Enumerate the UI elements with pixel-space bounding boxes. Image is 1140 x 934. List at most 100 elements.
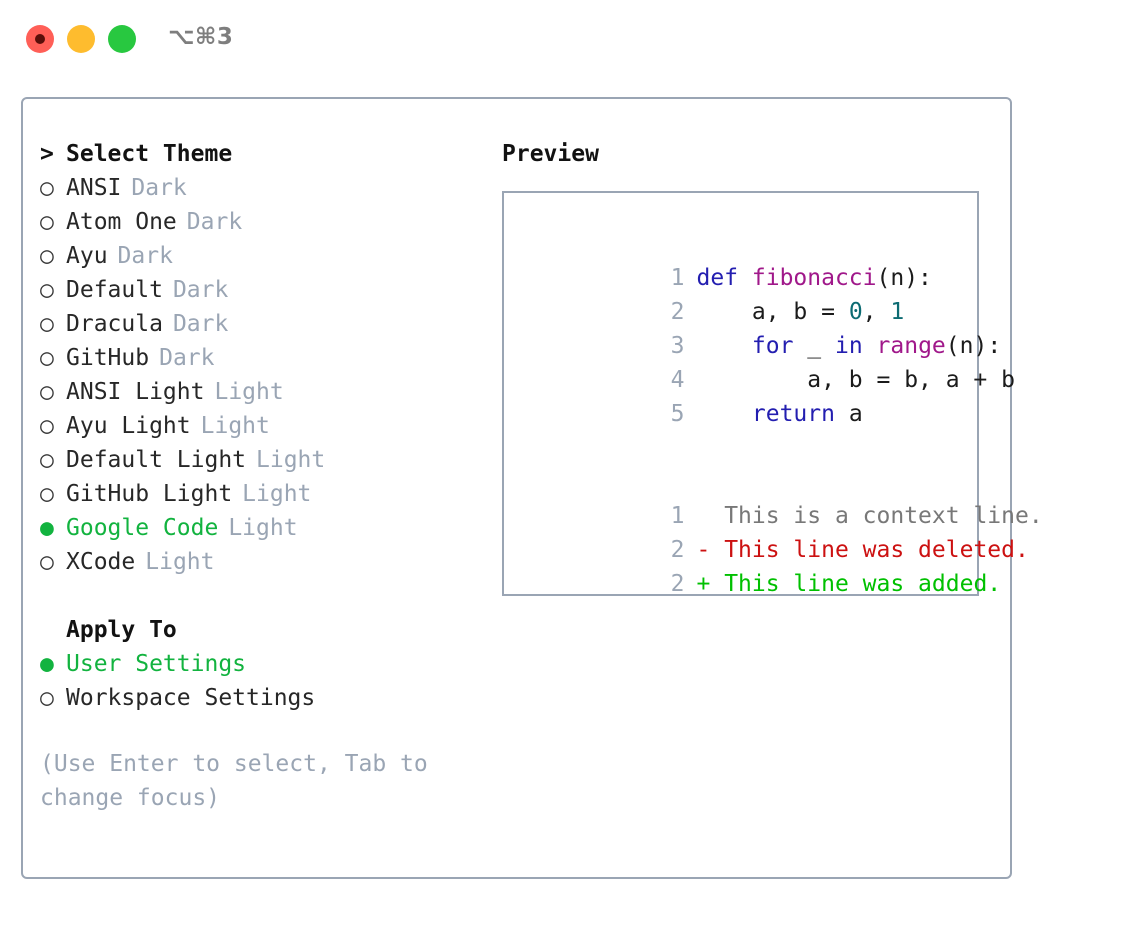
code-token-number: 1 <box>890 299 905 325</box>
theme-name: Atom One <box>66 209 177 235</box>
line-number: 4 <box>670 367 685 393</box>
line-number: 1 <box>670 265 685 291</box>
theme-option-dracula-dark[interactable]: ○ Dracula Dark <box>40 307 490 341</box>
theme-variant: Dark <box>117 243 173 269</box>
diff-text: This line was deleted. <box>710 537 1029 563</box>
radio-unselected-icon: ○ <box>40 379 54 405</box>
preview-title: Preview <box>502 141 599 167</box>
radio-unselected-icon: ○ <box>40 345 54 371</box>
theme-variant: Dark <box>159 345 215 371</box>
keyboard-hint: (Use Enter to select, Tab to change focu… <box>40 751 428 811</box>
code-line: 2 a, b = 0, 1 <box>504 261 977 325</box>
code-token-keyword: for <box>751 333 794 359</box>
theme-option-default-light[interactable]: ○ Default Light Light <box>40 443 490 477</box>
code-token-keyword: def <box>696 265 752 291</box>
code-token-plain: , <box>862 299 891 325</box>
theme-option-ayu-light[interactable]: ○ Ayu Light Light <box>40 409 490 443</box>
code-token-plain <box>696 401 751 427</box>
radio-unselected-icon: ○ <box>40 243 54 269</box>
diff-marker: - <box>696 537 711 563</box>
diff-line-deleted: 2- This line was deleted. <box>504 499 1029 563</box>
theme-name: ANSI Light <box>66 379 205 405</box>
radio-unselected-icon: ○ <box>40 413 54 439</box>
theme-variant: Light <box>242 481 312 507</box>
code-token-keyword: return <box>751 401 835 427</box>
radio-unselected-icon: ○ <box>40 277 54 303</box>
code-token-plain: (n): <box>945 333 1002 359</box>
diff-text: This line was added. <box>710 571 1002 597</box>
window-title: ⌥⌘3 <box>168 24 234 50</box>
theme-variant: Dark <box>172 277 229 303</box>
title-bar: ⌥⌘3 <box>0 0 1140 78</box>
apply-to-option-label: User Settings <box>66 651 247 677</box>
caret-icon: > <box>40 141 54 167</box>
theme-option-google-code-light[interactable]: ● Google Code Light <box>40 511 490 545</box>
code-token-function: range <box>876 333 946 359</box>
theme-name: Dracula <box>66 311 163 337</box>
theme-name: Default <box>66 277 163 303</box>
theme-option-default-dark[interactable]: ○ Default Dark <box>40 273 490 307</box>
apply-to-option-label: Workspace Settings <box>66 685 316 711</box>
theme-option-github-light[interactable]: ○ GitHub Light Light <box>40 477 490 511</box>
theme-name: Google Code <box>66 515 219 541</box>
apply-to-user-settings[interactable]: ● User Settings <box>40 647 490 681</box>
code-line: 4 a, b = b, a + b <box>504 329 1015 393</box>
radio-unselected-icon: ○ <box>40 447 54 473</box>
close-button[interactable] <box>26 25 54 53</box>
traffic-lights <box>26 25 136 53</box>
theme-name: Ayu <box>66 243 108 269</box>
code-line: 3 for _ in range(n): <box>504 295 1002 359</box>
line-number: 2 <box>670 571 685 597</box>
code-token-number: 0 <box>848 299 863 325</box>
zoom-button[interactable] <box>108 25 136 53</box>
radio-unselected-icon: ○ <box>40 209 54 235</box>
line-number: 3 <box>670 333 685 359</box>
theme-variant: Dark <box>186 209 243 235</box>
radio-unselected-icon: ○ <box>40 685 54 711</box>
code-line: 1 def fibonacci(n): <box>504 227 977 291</box>
diff-line-context: 1 This is a context line. <box>504 465 1043 529</box>
radio-selected-icon: ● <box>40 515 54 541</box>
radio-unselected-icon: ○ <box>40 311 54 337</box>
code-token-plain <box>696 333 751 359</box>
diff-text: This is a context line. <box>710 503 1043 529</box>
theme-variant: Light <box>256 447 326 473</box>
line-number: 5 <box>670 401 685 427</box>
theme-option-atom-one-dark[interactable]: ○ Atom One Dark <box>40 205 490 239</box>
theme-variant: Light <box>228 515 298 541</box>
code-token-function: fibonacci <box>751 265 877 291</box>
code-line: 5 return a <box>504 363 977 427</box>
theme-name: XCode <box>66 549 136 575</box>
theme-variant: Dark <box>131 175 187 201</box>
theme-variant: Light <box>200 413 270 439</box>
theme-variant: Light <box>145 549 215 575</box>
code-token-plain: _ <box>793 333 835 359</box>
diff-marker: + <box>696 571 711 597</box>
code-token-plain: a <box>834 401 863 427</box>
theme-option-ayu-dark[interactable]: ○ Ayu Dark <box>40 239 490 273</box>
theme-variant: Dark <box>172 311 229 337</box>
theme-name: Default Light <box>66 447 247 473</box>
theme-picker-header: > Select Theme <box>40 137 490 171</box>
minimize-button[interactable] <box>67 25 95 53</box>
diff-marker <box>696 503 710 529</box>
theme-name: Ayu Light <box>66 413 191 439</box>
line-number: 2 <box>670 299 685 325</box>
diff-line-added: 2 + This line was added. <box>504 533 1002 597</box>
apply-to-workspace-settings[interactable]: ○ Workspace Settings <box>40 681 490 715</box>
list-spacer <box>40 579 490 613</box>
theme-name: GitHub Light <box>66 481 233 507</box>
theme-picker-header-label: Select Theme <box>66 141 233 167</box>
line-number: 1 <box>670 503 685 529</box>
code-token-plain: (n): <box>876 265 932 291</box>
radio-unselected-icon: ○ <box>40 481 54 507</box>
radio-selected-icon: ● <box>40 651 54 677</box>
